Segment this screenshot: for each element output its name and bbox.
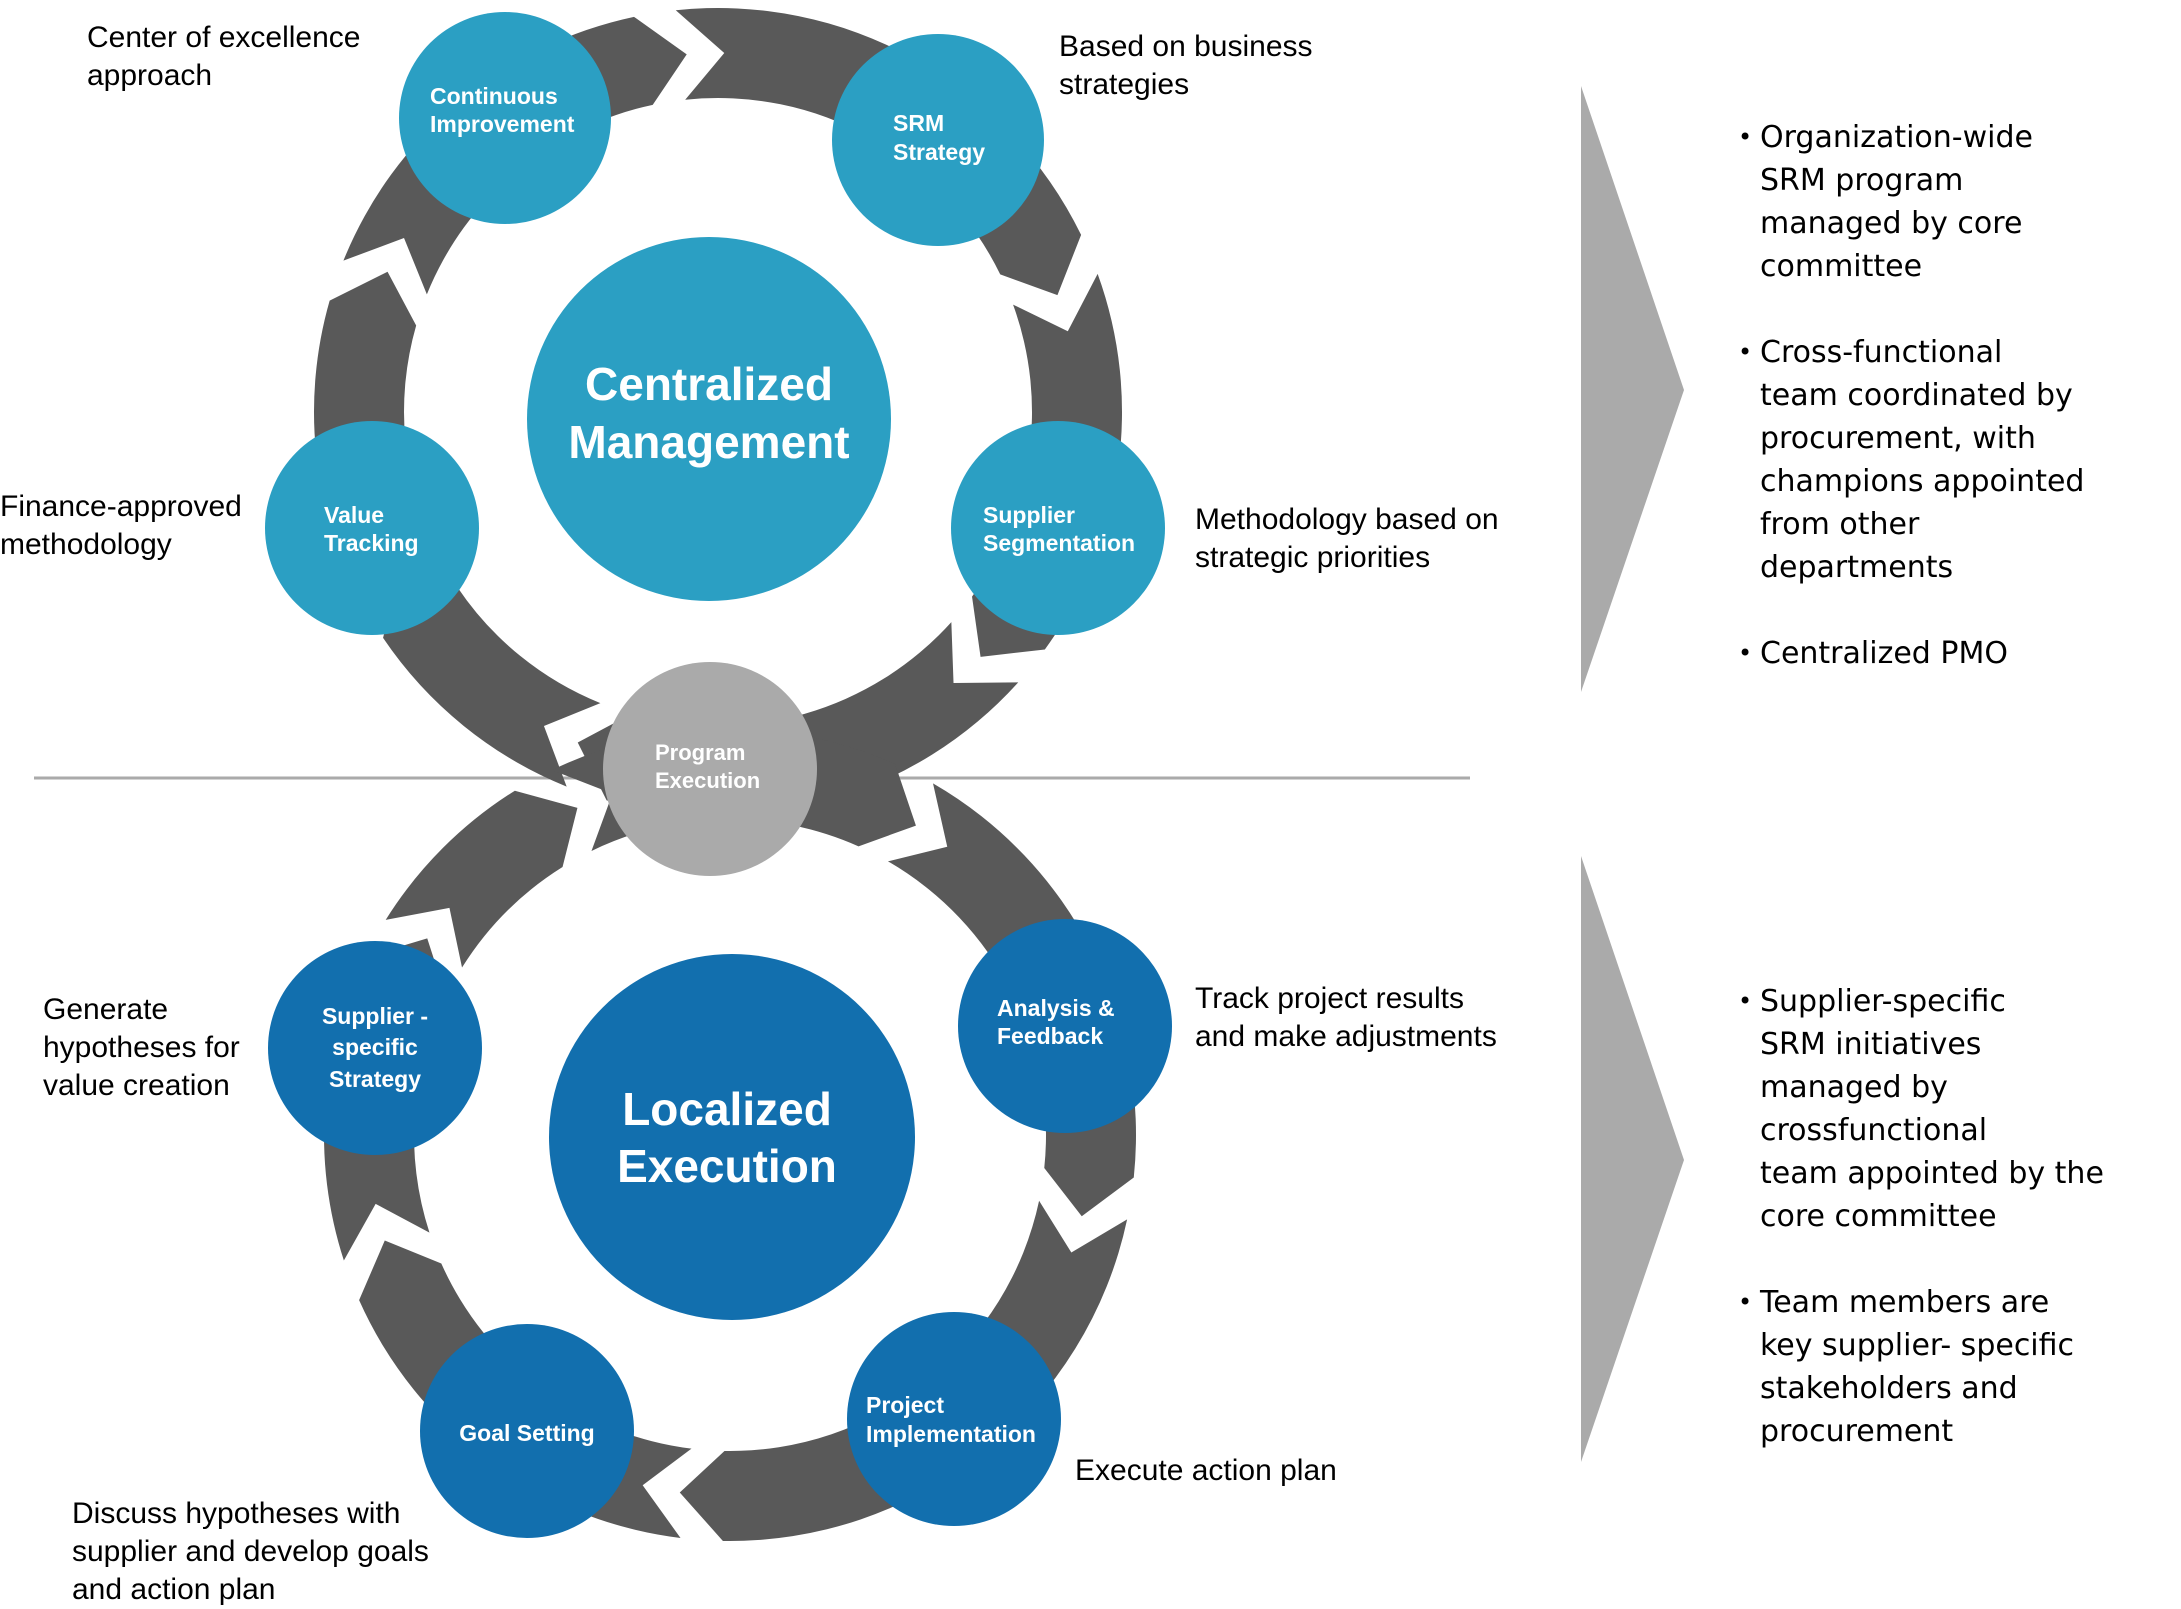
node-goal-setting: Goal Setting — [420, 1324, 634, 1538]
note-supplier-segmentation: Methodology based on strategic prioritie… — [1195, 503, 1499, 574]
node-label-line: Project — [866, 1392, 944, 1418]
top-bullet-list: Organization-wide SRM program managed by… — [1738, 116, 2178, 718]
localized-execution-circle: Localized Execution — [549, 954, 915, 1320]
node-label-line: Continuous — [430, 83, 558, 109]
node-label-line: Execution — [655, 768, 760, 793]
note-srm-strategy: Based on business strategies — [1059, 30, 1313, 101]
localized-execution-title-line1: Localized — [622, 1083, 832, 1135]
node-analysis-feedback: Analysis & Feedback — [958, 919, 1172, 1133]
node-label-line: specific — [332, 1034, 418, 1060]
note-continuous-improvement: Center of excellence approach — [87, 21, 361, 92]
node-continuous-improvement: Continuous Improvement — [399, 12, 611, 224]
note-value-tracking: Finance-approved methodology — [0, 490, 242, 561]
bullet-item: Team members are key supplier- specific … — [1738, 1281, 2181, 1453]
centralized-management-title-line2: Management — [568, 416, 849, 468]
node-label-line: Analysis & — [997, 995, 1115, 1021]
node-program-execution: Program Execution — [603, 662, 817, 876]
note-analysis-feedback: Track project results and make adjustmen… — [1195, 982, 1497, 1053]
top-chevron-arrow — [1581, 86, 1684, 692]
node-label-line: Strategy — [329, 1066, 421, 1092]
node-label-line: Feedback — [997, 1023, 1103, 1049]
node-supplier-specific-strategy: Supplier - specific Strategy — [268, 941, 482, 1155]
node-label-line: Goal Setting — [459, 1420, 594, 1446]
bottom-bullet-list: Supplier-specific SRM initiatives manage… — [1738, 980, 2181, 1496]
top-ring-arrow-segment — [383, 574, 601, 787]
node-project-implementation: Project Implementation — [847, 1312, 1061, 1526]
localized-execution-title-line2: Execution — [617, 1140, 837, 1192]
bottom-ring-arrow-segment — [679, 1200, 1128, 1541]
centralized-management-title-line1: Centralized — [585, 358, 833, 410]
node-label-line: Segmentation — [983, 530, 1135, 556]
node-label-line: Implementation — [866, 1421, 1036, 1447]
node-label-line: Program — [655, 740, 745, 765]
node-supplier-segmentation: Supplier Segmentation — [951, 421, 1165, 635]
bottom-ring-arrow-segment — [385, 790, 578, 968]
note-supplier-specific-strategy: Generate hypotheses for value creation — [43, 993, 240, 1102]
bullet-item: Centralized PMO — [1738, 632, 2178, 675]
node-label-line: Value — [324, 502, 384, 528]
note-goal-setting: Discuss hypotheses with supplier and dev… — [72, 1497, 429, 1606]
node-label-line: Supplier - — [322, 1003, 428, 1029]
node-label-line: Strategy — [893, 139, 985, 165]
bottom-chevron-arrow — [1581, 856, 1684, 1462]
bullet-item: Organization-wide SRM program managed by… — [1738, 116, 2178, 288]
node-label-line: Tracking — [324, 530, 419, 556]
node-srm-strategy: SRM Strategy — [832, 34, 1044, 246]
bullet-item: Cross-functional team coordinated by pro… — [1738, 331, 2178, 589]
bullet-item: Supplier-specific SRM initiatives manage… — [1738, 980, 2181, 1238]
note-project-implementation: Execute action plan — [1075, 1454, 1337, 1487]
centralized-management-circle: Centralized Management — [527, 237, 891, 601]
node-value-tracking: Value Tracking — [265, 421, 479, 635]
node-label-line: Improvement — [430, 111, 575, 137]
node-label-line: SRM — [893, 110, 944, 136]
node-label-line: Supplier — [983, 502, 1075, 528]
